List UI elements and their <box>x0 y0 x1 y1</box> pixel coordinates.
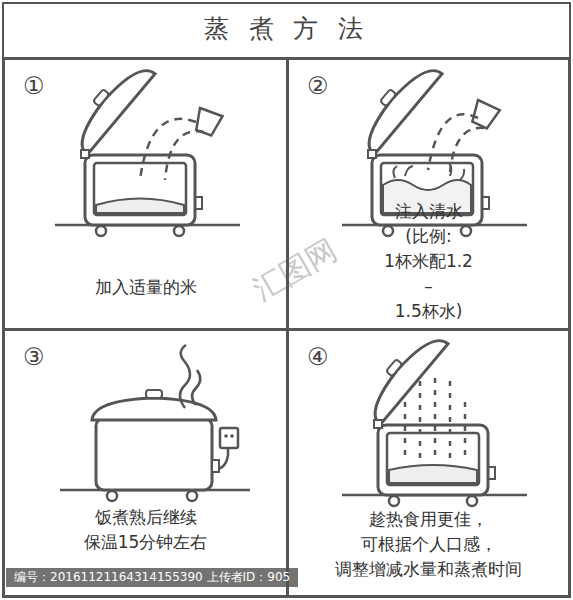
watermark-id: 编号：20161121164314155390 上传者ID：905 <box>6 568 298 587</box>
caption-line: 1.5杯水) <box>289 299 568 324</box>
callout-number: ① <box>23 74 45 98</box>
caption-line: 保温15分钟左右 <box>5 530 286 555</box>
caption-line: 饭煮熟后继续 <box>5 505 286 530</box>
caption-line: 可根据个人口感， <box>289 532 568 557</box>
callout-number: ② <box>307 74 329 98</box>
caption-line: 趁热食用更佳， <box>289 507 568 532</box>
callout-number: ④ <box>307 345 329 369</box>
caption-line: 加入适量的米 <box>5 275 286 300</box>
caption-line: (比例: <box>289 224 568 249</box>
title: 蒸 煮 方 法 <box>0 12 573 45</box>
caption-line: 注入清水 <box>289 199 568 224</box>
step-caption: 趁热食用更佳， 可根据个人口感， 调整增减水量和蒸煮时间 <box>289 507 568 582</box>
watermark-logo: 汇图网 <box>246 230 344 311</box>
step-panel: ① 加入适量的米 <box>3 58 288 330</box>
caption-line: – <box>289 274 568 299</box>
step-caption: 加入适量的米 <box>5 275 286 300</box>
step-panel: ④ 趁热食用更佳， 可根据个人口感， 调整增减水量和蒸煮时间 <box>287 329 570 597</box>
step-panel: ② 注入清水 (比例: 1杯米配1.2 – 1.5杯水) <box>287 58 570 330</box>
callout-number: ③ <box>23 345 45 369</box>
step-caption: 饭煮熟后继续 保温15分钟左右 <box>5 505 286 555</box>
step-caption: 注入清水 (比例: 1杯米配1.2 – 1.5杯水) <box>289 199 568 324</box>
step-panel: ③ 饭煮熟后继续 保温15分钟左右 <box>3 329 288 597</box>
caption-line: 调整增减水量和蒸煮时间 <box>289 557 568 582</box>
caption-line: 1杯米配1.2 <box>289 249 568 274</box>
